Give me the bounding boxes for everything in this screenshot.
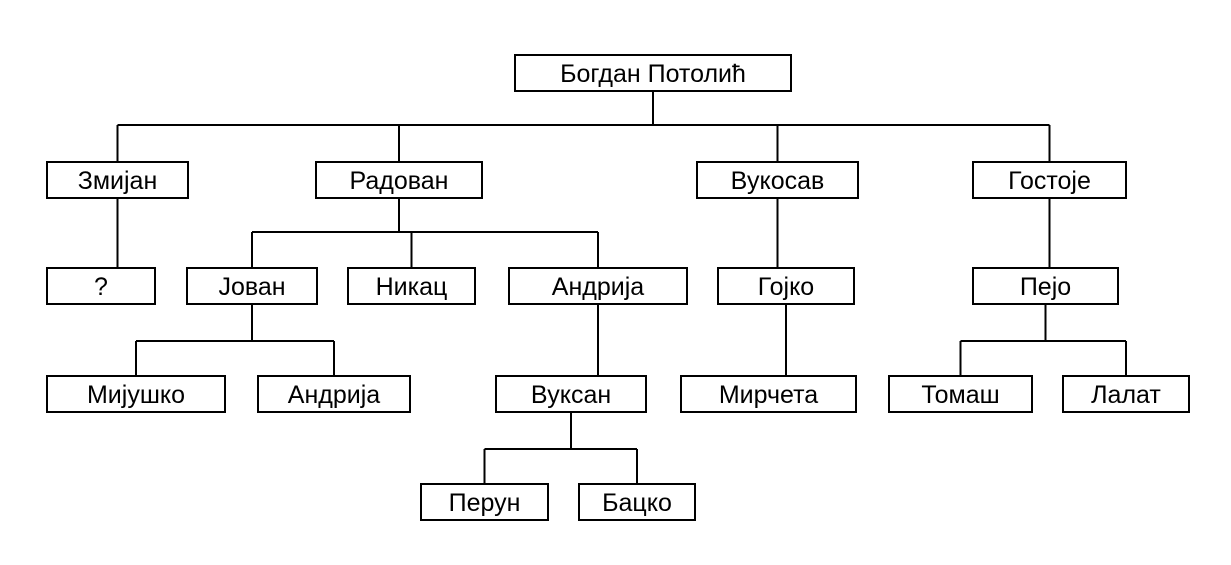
tree-node-tomash: Томаш bbox=[888, 375, 1033, 413]
node-box bbox=[888, 375, 1033, 413]
tree-node-andrija1: Андрија bbox=[508, 267, 688, 305]
tree-node-vuksan: Вуксан bbox=[495, 375, 647, 413]
node-box bbox=[514, 54, 792, 92]
node-label: Перун bbox=[449, 489, 521, 517]
tree-node-jovan: Јован bbox=[186, 267, 318, 305]
node-label: Змијан bbox=[78, 167, 158, 195]
node-box bbox=[257, 375, 411, 413]
node-box bbox=[46, 161, 189, 199]
node-box bbox=[972, 161, 1127, 199]
node-label: Мијушко bbox=[87, 381, 185, 409]
node-label: Пејо bbox=[1020, 273, 1071, 301]
tree-node-lalat: Лалат bbox=[1062, 375, 1190, 413]
tree-node-radovan: Радован bbox=[315, 161, 483, 199]
node-box bbox=[578, 483, 696, 521]
node-box bbox=[508, 267, 688, 305]
tree-node-bogdan: Богдан Потолић bbox=[514, 54, 792, 92]
node-label: Гојко bbox=[758, 273, 814, 301]
node-label: Андрија bbox=[552, 273, 644, 301]
node-label: Јован bbox=[218, 273, 285, 301]
tree-node-nikac: Никац bbox=[347, 267, 476, 305]
node-box bbox=[1062, 375, 1190, 413]
node-box bbox=[972, 267, 1119, 305]
node-box bbox=[680, 375, 857, 413]
node-box bbox=[46, 375, 226, 413]
node-label: Бацко bbox=[602, 489, 672, 517]
node-label: Гостоје bbox=[1008, 167, 1091, 195]
tree-node-mijushko: Мијушко bbox=[46, 375, 226, 413]
tree-node-zmijan: Змијан bbox=[46, 161, 189, 199]
node-label: Радован bbox=[350, 167, 449, 195]
node-box bbox=[347, 267, 476, 305]
tree-node-vukosav: Вукосав bbox=[696, 161, 859, 199]
node-box bbox=[186, 267, 318, 305]
tree-node-pejo: Пејо bbox=[972, 267, 1119, 305]
node-label: Богдан Потолић bbox=[560, 60, 746, 88]
tree-node-gojko: Гојко bbox=[717, 267, 855, 305]
tree-node-perun: Перун bbox=[420, 483, 549, 521]
node-label: Томаш bbox=[921, 381, 999, 409]
tree-node-backo: Бацко bbox=[578, 483, 696, 521]
node-box bbox=[696, 161, 859, 199]
node-label: Мирчета bbox=[719, 381, 818, 409]
node-label: ? bbox=[94, 273, 108, 301]
tree-node-gostoje: Гостоје bbox=[972, 161, 1127, 199]
tree-node-mircheta: Мирчета bbox=[680, 375, 857, 413]
node-label: Вукосав bbox=[731, 167, 825, 195]
node-label: Никац bbox=[376, 273, 448, 301]
node-box bbox=[495, 375, 647, 413]
node-label: Андрија bbox=[288, 381, 380, 409]
node-box bbox=[315, 161, 483, 199]
tree-connectors bbox=[116, 91, 1127, 484]
tree-node-andrija2: Андрија bbox=[257, 375, 411, 413]
node-box bbox=[717, 267, 855, 305]
node-box bbox=[420, 483, 549, 521]
node-label: Вуксан bbox=[531, 381, 611, 409]
tree-node-unknown: ? bbox=[46, 267, 156, 305]
node-box bbox=[46, 267, 156, 305]
node-label: Лалат bbox=[1091, 381, 1161, 409]
